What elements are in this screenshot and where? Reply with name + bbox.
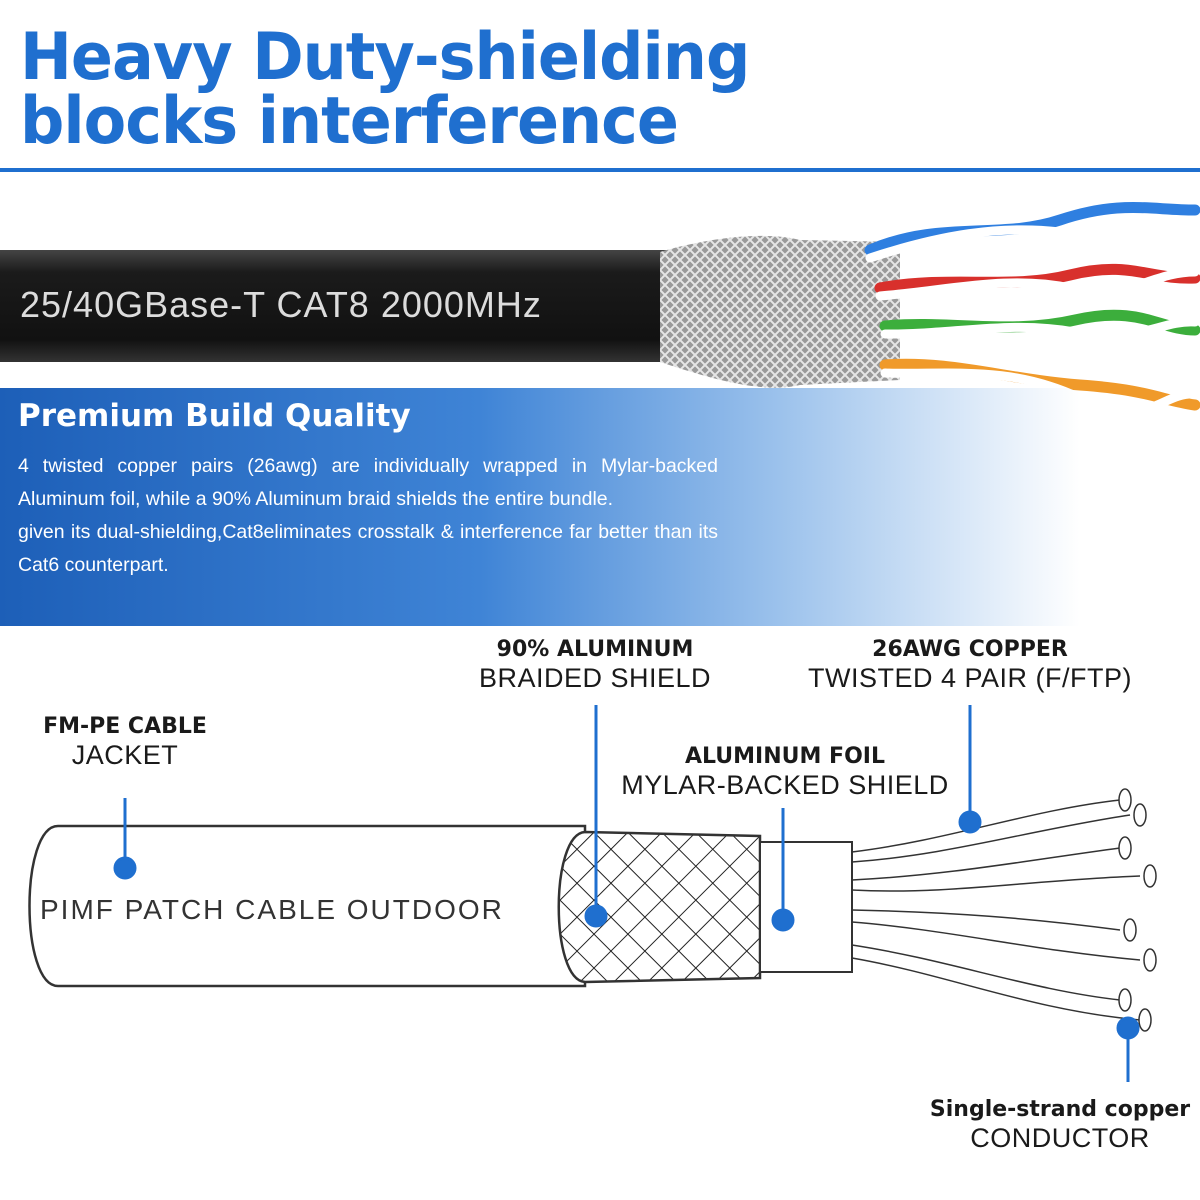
info-panel	[0, 388, 1200, 626]
headline-line-2: blocks interference	[20, 82, 679, 159]
label-braid-regular: BRAIDED SHIELD	[478, 663, 712, 693]
diagram-cable-print: PIMF PATCH CABLE OUTDOOR	[40, 894, 504, 925]
label-copper: 26AWG COPPER TWISTED 4 PAIR (F/FTP)	[780, 636, 1160, 693]
label-braid: 90% ALUMINUM BRAIDED SHIELD	[440, 636, 750, 693]
diagram-foil	[759, 841, 853, 973]
diagram-jacket	[28, 824, 587, 988]
label-braid-bold: 90% ALUMINUM	[496, 637, 694, 662]
jacket-print: 25/40GBase-T CAT8 2000MHz	[20, 284, 542, 325]
diagram-wires	[851, 799, 1141, 1021]
divider	[0, 168, 1200, 172]
label-foil-bold: ALUMINUM FOIL	[685, 744, 885, 769]
label-foil-regular: MYLAR-BACKED SHIELD	[621, 770, 949, 800]
label-jacket: FM-PE CABLE JACKET	[30, 713, 220, 770]
label-conductor-regular: CONDUCTOR	[970, 1123, 1150, 1153]
diagram-braid	[557, 830, 762, 984]
label-foil: ALUMINUM FOIL MYLAR-BACKED SHIELD	[595, 743, 975, 800]
label-jacket-bold: FM-PE CABLE	[43, 714, 207, 739]
headline-line-1: Heavy Duty-shielding	[20, 18, 750, 95]
blue-pair	[864, 202, 1200, 256]
panel-title: Premium Build Quality	[18, 398, 411, 434]
braided-shield	[660, 235, 900, 388]
panel-paragraph-1: 4 twisted copper pairs (26awg) are indiv…	[18, 455, 718, 510]
panel-paragraph-2: given its dual-shielding,Cat8eliminates …	[18, 521, 718, 576]
label-conductor-bold: Single-strand copper	[929, 1097, 1191, 1122]
twisted-pairs	[864, 202, 1200, 416]
callout-markers	[113, 705, 1140, 1082]
label-copper-bold: 26AWG COPPER	[872, 637, 1068, 662]
label-copper-regular: TWISTED 4 PAIR (F/FTP)	[808, 663, 1132, 693]
cable-diagram	[28, 705, 1157, 1082]
cable-jacket	[0, 250, 668, 362]
panel-body: 4 twisted copper pairs (26awg) are indiv…	[18, 450, 718, 582]
conductor-ends	[1118, 788, 1157, 1032]
label-conductor: Single-strand copper CONDUCTOR	[920, 1096, 1200, 1153]
label-jacket-regular: JACKET	[71, 740, 179, 770]
